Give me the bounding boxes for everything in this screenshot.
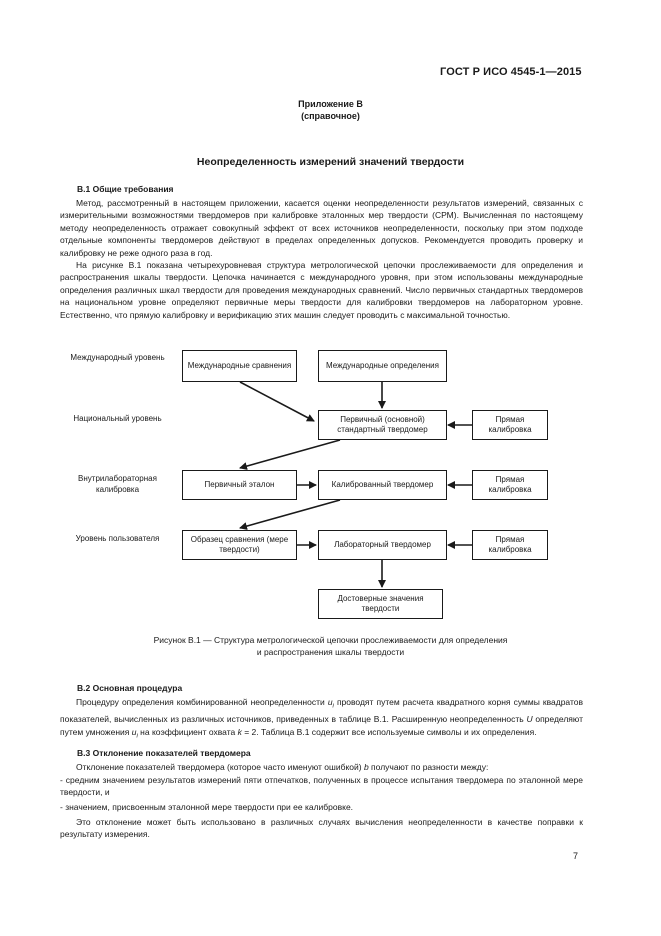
box-reliable-values: Достоверные значения твердости	[318, 589, 443, 619]
arrow-calibrated-to-sample	[239, 499, 341, 530]
section-b1-title: В.1 Общие требования	[77, 184, 174, 194]
figure-caption: Рисунок В.1 — Структура метрологической …	[0, 634, 661, 659]
arrow-primary-to-standard	[239, 439, 341, 470]
figure-caption-line-2: и распространения шкалы твердости	[256, 647, 405, 658]
arrow-comparison-to-primary	[239, 381, 315, 422]
level-international: Международный уровень	[70, 353, 165, 362]
level-national: Национальный уровень	[73, 414, 162, 423]
box-lab-machine: Лабораторный твердомер	[318, 530, 447, 560]
level-user: Уровень пользователя	[75, 534, 160, 543]
page-number: 7	[573, 851, 579, 861]
section-b3-title: В.3 Отклонение показателей твердомера	[77, 748, 251, 758]
box-direct-calibration-1: Прямая калибровка	[472, 410, 548, 440]
standard-number: ГОСТ Р ИСО 4545-1—2015	[440, 66, 582, 78]
section-heading: Неопределенность измерений значений твер…	[196, 156, 465, 168]
appendix-title: Приложение В	[298, 99, 363, 109]
figure-caption-line-1: Рисунок В.1 — Структура метрологической …	[153, 635, 508, 645]
box-primary-standard: Первичный эталон	[182, 470, 297, 500]
diagram-arrows	[239, 381, 472, 588]
box-direct-calibration-2: Прямая калибровка	[472, 470, 548, 500]
level-lab-calibration: Внутрилабораторная калибровка	[78, 474, 157, 494]
paragraph-b1-2: На рисунке В.1 показана четырехуровневая…	[60, 260, 583, 320]
list-item-b3-1: - средним значением результатов измерени…	[60, 775, 583, 798]
list-item-b3-2: - значением, присвоенным эталонной мере …	[60, 802, 354, 812]
paragraph-b3-2: Это отклонение может быть использовано в…	[60, 817, 583, 840]
appendix-subtitle: (справочное)	[301, 111, 360, 121]
traceability-diagram: Международный уровень Национальный урове…	[0, 340, 661, 620]
paragraph-b2-1: Процедуру определения комбинированной не…	[60, 697, 583, 740]
box-international-comparison: Международные сравнения	[182, 350, 297, 382]
paragraph-b3-1: Отклонение показателей твердомера (котор…	[76, 762, 489, 772]
box-primary-machine: Первичный (основной) стандартный твердом…	[318, 410, 447, 440]
box-calibrated-machine: Калиброванный твердомер	[318, 470, 447, 500]
paragraph-b1-1: Метод, рассмотренный в настоящем приложе…	[60, 198, 583, 258]
box-comparison-sample: Образец сравнения (мере твердости)	[182, 530, 297, 560]
box-international-definition: Международные определения	[318, 350, 447, 382]
section-b2-title: В.2 Основная процедура	[77, 683, 183, 693]
box-direct-calibration-3: Прямая калибровка	[472, 530, 548, 560]
